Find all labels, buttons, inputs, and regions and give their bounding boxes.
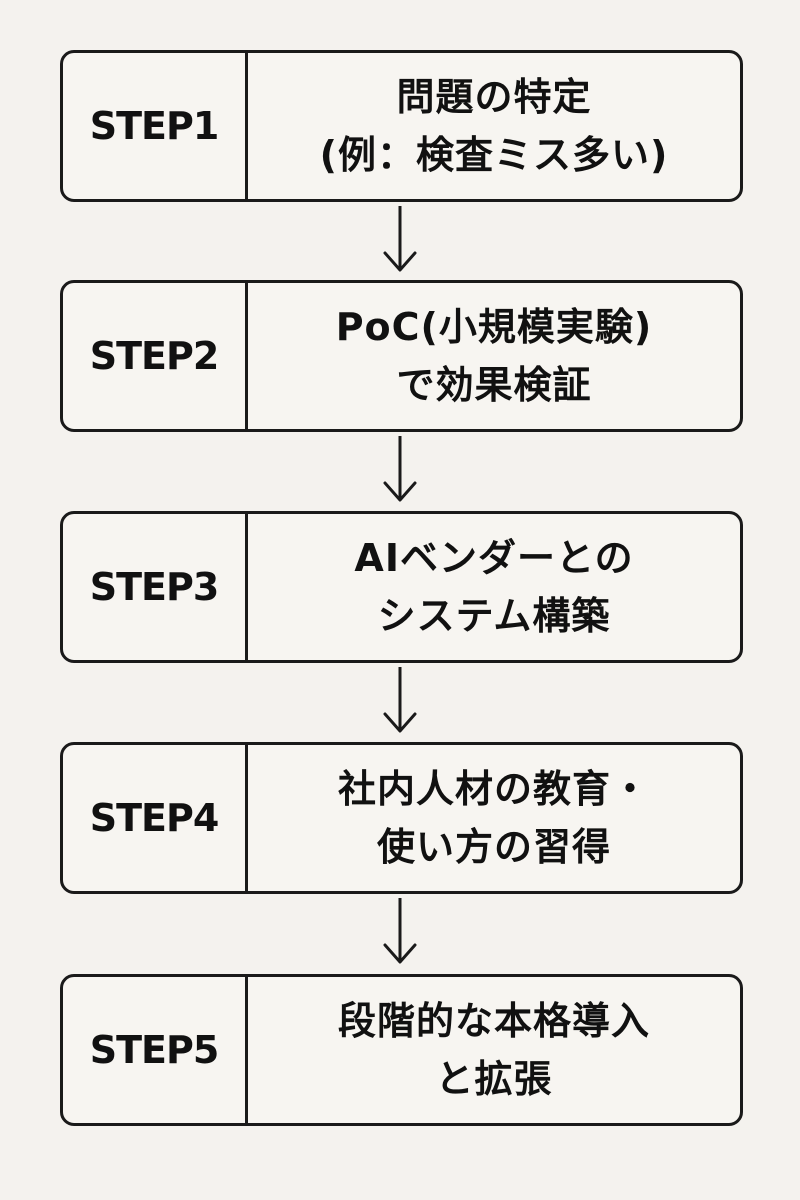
step-3-line-1: AIベンダーとの (354, 536, 634, 580)
step-3-box: STEP3 AIベンダーとの システム構築 (60, 511, 743, 663)
step-4-line-2: 使い方の習得 (376, 825, 611, 869)
step-1-line-1: 問題の特定 (396, 75, 592, 119)
step-4-line-1: 社内人材の教育・ (337, 767, 650, 811)
step-3-description: AIベンダーとの システム構築 (248, 514, 740, 660)
step-5-line-2: と拡張 (435, 1057, 553, 1101)
down-arrow-icon (382, 665, 418, 739)
step-2-label: STEP2 (63, 283, 248, 429)
step-1-label: STEP1 (63, 53, 248, 199)
step-2-line-1: PoC(小規模実験) (335, 305, 653, 349)
step-4-description: 社内人材の教育・ 使い方の習得 (248, 745, 740, 891)
step-2-line-2: で効果検証 (396, 363, 592, 407)
step-5-box: STEP5 段階的な本格導入 と拡張 (60, 974, 743, 1126)
down-arrow-icon (382, 434, 418, 508)
step-2-description: PoC(小規模実験) で効果検証 (248, 283, 740, 429)
step-2-box: STEP2 PoC(小規模実験) で効果検証 (60, 280, 743, 432)
step-1-description: 問題の特定 (例：検査ミス多い) (248, 53, 740, 199)
step-5-line-1: 段階的な本格導入 (337, 999, 650, 1043)
step-4-box: STEP4 社内人材の教育・ 使い方の習得 (60, 742, 743, 894)
step-5-label: STEP5 (63, 977, 248, 1123)
step-1-line-2: (例：検査ミス多い) (319, 133, 669, 177)
step-5-description: 段階的な本格導入 と拡張 (248, 977, 740, 1123)
step-4-label: STEP4 (63, 745, 248, 891)
down-arrow-icon (382, 204, 418, 278)
step-3-line-2: システム構築 (377, 594, 611, 638)
down-arrow-icon (382, 896, 418, 970)
step-1-box: STEP1 問題の特定 (例：検査ミス多い) (60, 50, 743, 202)
step-3-label: STEP3 (63, 514, 248, 660)
